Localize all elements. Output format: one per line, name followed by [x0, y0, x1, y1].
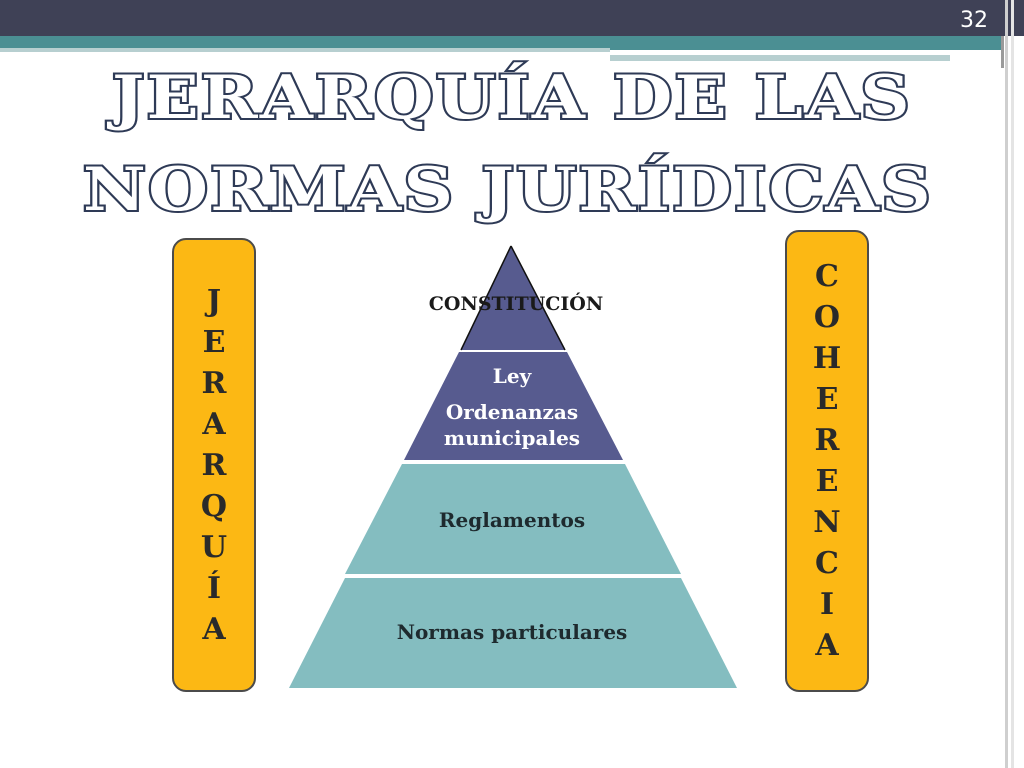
title-line-2: NORMAS JURÍDICAS [83, 154, 933, 225]
jerarquia-letter: J [206, 283, 222, 319]
jerarquia-letter: E [202, 324, 226, 360]
coherencia-letter: I [819, 587, 835, 622]
jerarquia-letter: R [201, 447, 227, 483]
pyramid-label-ley: Ley [493, 364, 533, 388]
pyramid-label-municipales: municipales [444, 426, 580, 450]
pyramid-level-3 [345, 464, 681, 574]
jerarquia-letter: Í [206, 570, 222, 606]
accent-stripe-light [0, 48, 610, 52]
jerarquia-letter: A [202, 406, 226, 442]
pyramid-label-ordenanzas: Ordenanzas [446, 400, 578, 424]
coherencia-letter: C [815, 546, 839, 581]
jerarquia-letter: R [201, 365, 227, 401]
coherencia-letter: R [814, 423, 840, 458]
right-border-line-outer [1011, 0, 1014, 768]
pyramid-level-2 [404, 352, 623, 460]
right-border-tick [1001, 36, 1004, 68]
jerarquia-letter: U [200, 529, 228, 565]
accent-stripe-light-right [610, 55, 950, 61]
pyramid-label-normas-particulares: Normas particulares [397, 620, 628, 644]
coherencia-letter: C [815, 259, 839, 294]
coherencia-letter: H [812, 341, 842, 376]
coherencia-letter: N [813, 505, 841, 540]
slide-title: JERARQUÍA DE LAS NORMAS JURÍDICAS [81, 60, 933, 227]
pyramid-label-reglamentos: Reglamentos [439, 508, 585, 532]
jerarquia-letter: Q [200, 488, 228, 524]
jerarquia-letter: A [202, 611, 226, 647]
accent-stripe [0, 36, 610, 48]
title-line-1: JERARQUÍA DE LAS [106, 62, 912, 133]
pyramid-level-4-panel [365, 578, 659, 688]
accent-stripe-right [605, 36, 1001, 50]
pyramid-label-constitucion: CONSTITUCIÓN [429, 292, 603, 315]
page-number: 32 [960, 8, 988, 33]
coherencia-letter: E [815, 464, 839, 499]
right-border-line [1005, 0, 1008, 768]
coherencia-letter: O [813, 300, 841, 335]
coherencia-letter: A [815, 628, 839, 663]
pyramid-level-1 [461, 246, 565, 350]
coherencia-letter: E [815, 382, 839, 417]
header-bar [0, 0, 1024, 36]
